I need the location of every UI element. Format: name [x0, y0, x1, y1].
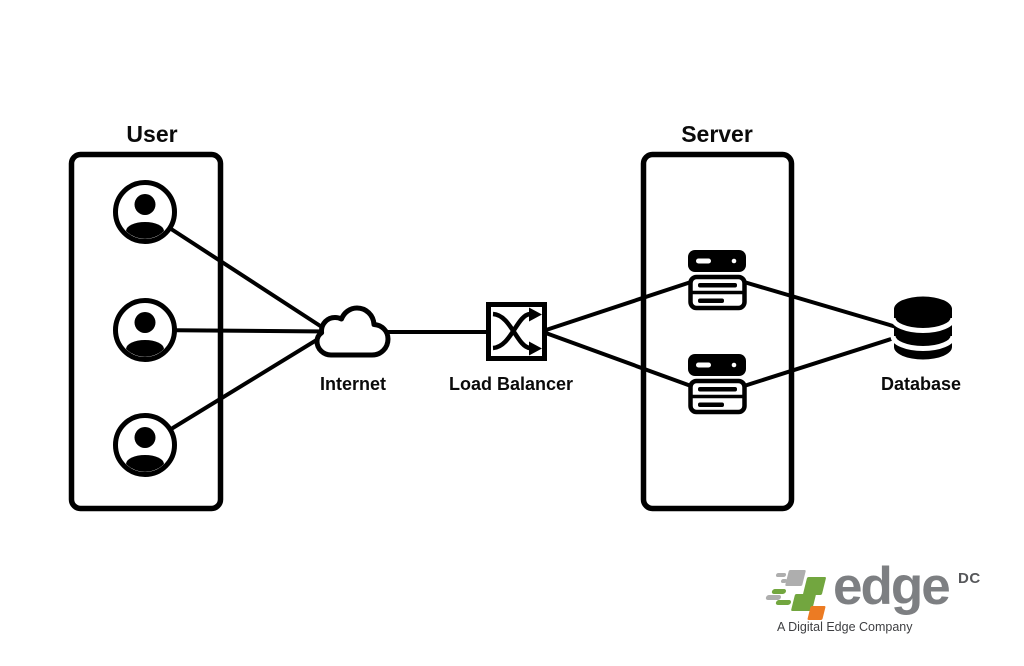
link-server1-database	[742, 280, 912, 333]
user-group-title: User	[126, 121, 178, 147]
logo-speed-dash	[775, 573, 787, 577]
logo-tagline-text: A Digital Edge Company	[777, 620, 913, 634]
database-icon	[890, 296, 956, 360]
logo-block-green-upper	[802, 577, 827, 595]
edgedc-logo: edge DC A Digital Edge Company	[762, 557, 1012, 646]
server-group-title: Server	[681, 121, 753, 147]
user-icon-3	[113, 413, 177, 477]
server-group-box	[640, 151, 795, 512]
cloud-icon	[314, 305, 391, 358]
link-loadbalancer-server2	[541, 330, 693, 388]
logo-block-orange	[807, 606, 826, 620]
logo-suffix-text: DC	[958, 570, 981, 587]
link-server2-database	[742, 331, 912, 388]
connection-lines	[143, 210, 912, 447]
load-balancer-label: Load Balancer	[448, 374, 574, 394]
logo-speed-dash	[771, 589, 787, 594]
user-icon-2	[113, 298, 177, 362]
logo-block-gray	[785, 570, 806, 586]
logo-brand-text: edge	[833, 557, 951, 616]
server-icon-2	[688, 354, 747, 415]
internet-label: Internet	[319, 374, 387, 394]
link-user3-internet	[143, 331, 330, 447]
logo-speed-dash	[765, 594, 782, 599]
link-user1-internet	[143, 210, 330, 333]
link-loadbalancer-server1	[541, 280, 693, 333]
logo-speed-dash	[775, 600, 792, 605]
server-icon-1	[688, 250, 747, 311]
load-balancer-icon	[486, 302, 547, 361]
user-icon-1	[113, 180, 177, 244]
arrowhead-bottom	[529, 341, 542, 356]
arrowhead-top	[529, 307, 542, 322]
database-label: Database	[880, 374, 962, 394]
